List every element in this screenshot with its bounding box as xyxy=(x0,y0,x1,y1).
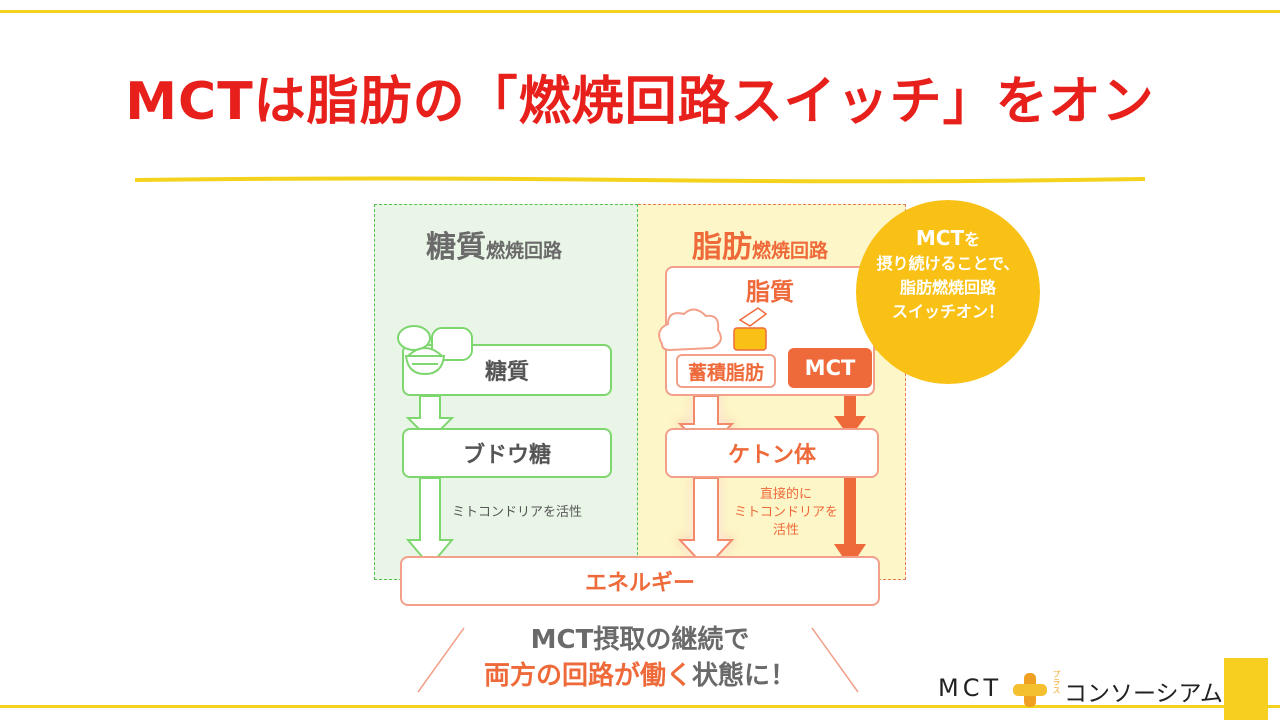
conclusion-left-slash xyxy=(417,627,465,693)
ketone-to-energy-arrow xyxy=(677,477,735,570)
bubble-line-1: MCTを xyxy=(856,226,1040,252)
ketone-note-line: 活性 xyxy=(772,523,799,538)
conclusion-rest: 状態に！ xyxy=(692,661,797,691)
energy-label: エネルギー xyxy=(584,571,695,596)
speech-bubble xyxy=(856,200,1040,384)
top-accent-line xyxy=(0,10,1280,13)
bubble-line-3: 脂肪燃焼回路 xyxy=(899,278,996,297)
stored-fat-label: 蓄積脂肪 xyxy=(687,361,764,384)
speech-bubble-text: MCTを 摂り続けることで、 脂肪燃焼回路 スイッチオン！ xyxy=(856,226,1040,324)
glucose-box: ブドウ糖 xyxy=(402,428,612,478)
title-underline xyxy=(135,176,1145,184)
bubble-line-2: 摂り続けることで、 xyxy=(876,254,1020,273)
bubble-line-4: スイッチオン！ xyxy=(891,302,1004,321)
mct-tag-label: MCT xyxy=(804,356,856,380)
logo-mct-text: MCT xyxy=(938,674,1003,702)
fat-circuit-heading: 脂肪燃焼回路 xyxy=(692,222,828,266)
bubble-line-1-suffix: を xyxy=(964,230,981,249)
mct-to-ketone-arrow xyxy=(834,390,866,438)
ketone-box: ケトン体 xyxy=(665,428,879,478)
conclusion-line-2: 両方の回路が働く状態に！ xyxy=(420,658,860,694)
logo-plus-text: プラス xyxy=(1052,670,1061,694)
mct-to-energy-arrow xyxy=(834,478,866,568)
corner-accent-block xyxy=(1224,658,1268,720)
sugar-note: ミトコンドリアを活性 xyxy=(452,505,583,520)
sugar-heading-sub: 燃焼回路 xyxy=(486,240,563,262)
logo-plus-icon xyxy=(1013,673,1047,707)
conclusion-line-1: MCT摂取の継続で xyxy=(530,625,750,655)
glucose-box-label: ブドウ糖 xyxy=(462,443,551,468)
ketone-box-label: ケトン体 xyxy=(727,443,816,468)
bubble-mct: MCT xyxy=(915,226,965,250)
sugar-heading-main: 糖質 xyxy=(426,230,486,265)
ketone-note-line: ミトコンドリアを xyxy=(733,505,838,520)
energy-box: エネルギー xyxy=(400,556,880,606)
rice-bread-icon xyxy=(397,325,473,376)
stored-fat-box: 蓄積脂肪 xyxy=(676,354,776,388)
fat-cloud-icon xyxy=(658,307,768,352)
fat-heading-sub: 燃焼回路 xyxy=(752,240,829,262)
mct-tag: MCT xyxy=(788,348,872,388)
sugar-box-label: 糖質 xyxy=(484,360,529,385)
conclusion-highlight: 両方の回路が働く xyxy=(483,661,692,691)
bottom-accent-line xyxy=(0,705,1280,708)
ketone-note: 直接的に ミトコンドリアを 活性 xyxy=(728,486,844,540)
ketone-note-line: 直接的に xyxy=(759,487,812,502)
glucose-to-energy-arrow xyxy=(405,477,455,568)
fat-label: 脂質 xyxy=(746,278,794,306)
fat-heading-main: 脂肪 xyxy=(692,230,752,265)
sugar-circuit-heading: 糖質燃焼回路 xyxy=(426,222,562,266)
conclusion-right-slash xyxy=(811,627,859,693)
logo-consortium-text: コンソーシアム xyxy=(1064,681,1223,707)
page-title: MCTは脂肪の「燃焼回路スイッチ」をオン xyxy=(125,72,1155,132)
